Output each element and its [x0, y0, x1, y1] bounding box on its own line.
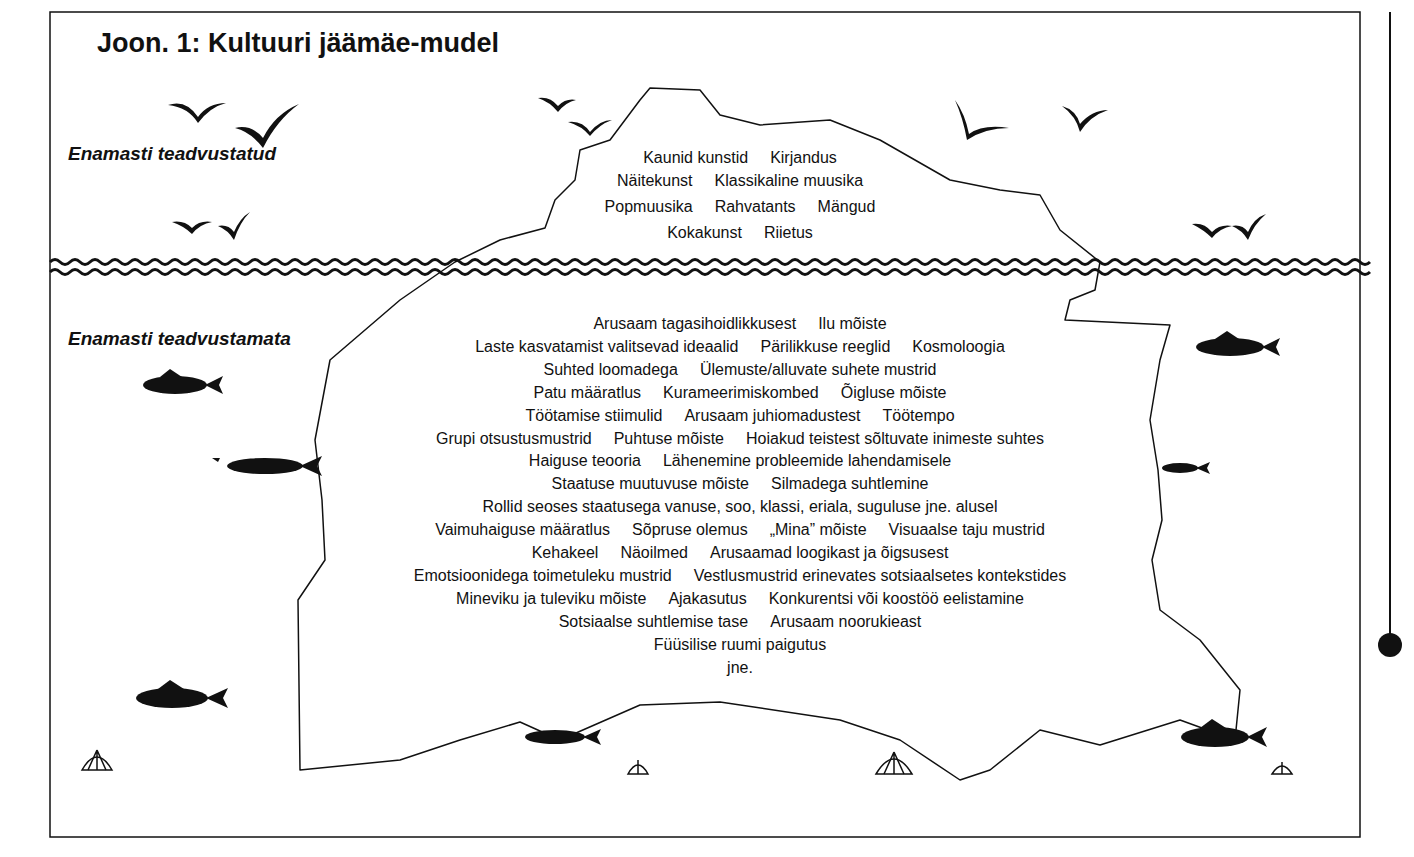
side-dot [1378, 633, 1402, 657]
wave-line [50, 270, 1370, 275]
iceberg-base: Arusaam tagasihoidlikkusestIlu mõisteLas… [335, 313, 1145, 680]
iceberg-item: Näitekunst [617, 169, 693, 192]
birds [168, 98, 1266, 240]
iceberg-item: Vestlusmustrid erinevates sotsiaalsetes … [694, 565, 1067, 588]
iceberg-item: Riietus [764, 221, 813, 244]
iceberg-item: Mängud [818, 192, 876, 221]
iceberg-item: Sõpruse olemus [632, 519, 748, 542]
iceberg-item: Hoiakud teistest sõltuvate inimeste suht… [746, 428, 1044, 451]
diagram-title: Joon. 1: Kultuuri jäämäe-mudel [97, 28, 499, 59]
iceberg-item: Mineviku ja tuleviku mõiste [456, 588, 646, 611]
iceberg-item: Puhtuse mõiste [614, 428, 724, 451]
item-row: Sotsiaalse suhtlemise tase Arusaam nooruk… [335, 611, 1145, 634]
iceberg-item: Visuaalse taju mustrid [889, 519, 1045, 542]
iceberg-item: Rahvatants [715, 192, 796, 221]
iceberg-item: Kaunid kunstid [643, 146, 748, 169]
iceberg-tip: Kaunid kunstid KirjandusNäitekunst Klassik… [500, 146, 980, 244]
iceberg-item: Grupi otsustusmustrid [436, 428, 592, 451]
item-row: Rollid seoses staatusega vanuse, soo, kl… [335, 496, 1145, 519]
iceberg-item: Kirjandus [770, 146, 837, 169]
iceberg-item: Arusaam noorukieast [770, 611, 921, 634]
item-row: Mineviku ja tuleviku mõiste Ajakasutus Kon… [335, 588, 1145, 611]
item-row: Arusaam tagasihoidlikkusest Ilu mõiste [335, 313, 1145, 336]
fish [136, 331, 1280, 747]
wave-line [50, 260, 1370, 265]
iceberg-item: jne. [727, 657, 753, 680]
item-row: Laste kasvatamist valitsevad ideaalid Pär… [335, 336, 1145, 359]
iceberg-item: Töötempo [882, 405, 954, 428]
iceberg-item: Kosmoloogia [912, 336, 1005, 359]
iceberg-item: Füüsilise ruumi paigutus [654, 634, 827, 657]
item-row: Grupi otsustusmustrid Puhtuse mõiste Hoiak… [335, 428, 1145, 451]
item-row: Patu määratlus Kurameerimiskombed Õigluse … [335, 382, 1145, 405]
iceberg-item: Pärilikkuse reeglid [760, 336, 890, 359]
shells [82, 750, 1292, 774]
item-row: Kokakunst Riietus [500, 221, 980, 244]
iceberg-item: Ajakasutus [668, 588, 746, 611]
iceberg-item: Suhted loomadega [544, 359, 678, 382]
iceberg-item: Sotsiaalse suhtlemise tase [559, 611, 748, 634]
item-row: Suhted loomadega Ülemuste/alluvate suhete… [335, 359, 1145, 382]
iceberg-item: Staatuse muutuvuse mõiste [552, 473, 749, 496]
iceberg-item: Silmadega suhtlemine [771, 473, 928, 496]
iceberg-item: Ülemuste/alluvate suhete mustrid [700, 359, 937, 382]
side-rule [1389, 12, 1391, 645]
iceberg-item: Ilu mõiste [818, 313, 886, 336]
iceberg-item: Laste kasvatamist valitsevad ideaalid [475, 336, 738, 359]
iceberg-item: Emotsioonidega toimetuleku mustrid [414, 565, 672, 588]
item-row: Vaimuhaiguse määratlus Sõpruse olemus „Min… [335, 519, 1145, 542]
item-row: Näitekunst Klassikaline muusika [500, 169, 980, 192]
iceberg-item: Õigluse mõiste [841, 382, 947, 405]
iceberg-item: Kurameerimiskombed [663, 382, 819, 405]
iceberg-item: Popmuusika [605, 192, 693, 221]
item-row: Staatuse muutuvuse mõiste Silmadega suhtl… [335, 473, 1145, 496]
item-row: jne. [335, 657, 1145, 680]
iceberg-item: Klassikaline muusika [715, 169, 864, 192]
zone-label: Enamasti teadvustamata [68, 328, 291, 350]
zone-label: Enamasti teadvustatud [68, 143, 276, 165]
item-row: Kaunid kunstid Kirjandus [500, 146, 980, 169]
water-waves [50, 260, 1370, 275]
iceberg-item: Rollid seoses staatusega vanuse, soo, kl… [483, 496, 998, 519]
iceberg-item: Vaimuhaiguse määratlus [435, 519, 610, 542]
iceberg-item: Arusaamad loogikast ja õigsusest [710, 542, 948, 565]
item-row: Popmuusika Rahvatants Mängud [500, 192, 980, 221]
iceberg-item: Haiguse teooria [529, 450, 641, 473]
item-row: Kehakeel Näoilmed Arusaamad loogikast ja õ… [335, 542, 1145, 565]
item-row: Emotsioonidega toimetuleku mustrid Vestlu… [335, 565, 1145, 588]
iceberg-item: Arusaam juhiomadustest [684, 405, 860, 428]
iceberg-item: Konkurentsi või koostöö eelistamine [769, 588, 1024, 611]
iceberg-outline [298, 88, 1240, 780]
iceberg-item: Kehakeel [532, 542, 599, 565]
iceberg-item: Näoilmed [620, 542, 688, 565]
iceberg-item: Kokakunst [667, 221, 742, 244]
iceberg-item: Töötamise stiimulid [525, 405, 662, 428]
frame [50, 12, 1360, 837]
item-row: Füüsilise ruumi paigutus [335, 634, 1145, 657]
item-row: Töötamise stiimulid Arusaam juhiomadustes… [335, 405, 1145, 428]
iceberg-item: Patu määratlus [533, 382, 641, 405]
item-row: Haiguse teooria Lähenemine probleemide la… [335, 450, 1145, 473]
iceberg-item: „Mina” mõiste [770, 519, 867, 542]
iceberg-item: Lähenemine probleemide lahendamisele [663, 450, 951, 473]
iceberg-item: Arusaam tagasihoidlikkusest [593, 313, 796, 336]
